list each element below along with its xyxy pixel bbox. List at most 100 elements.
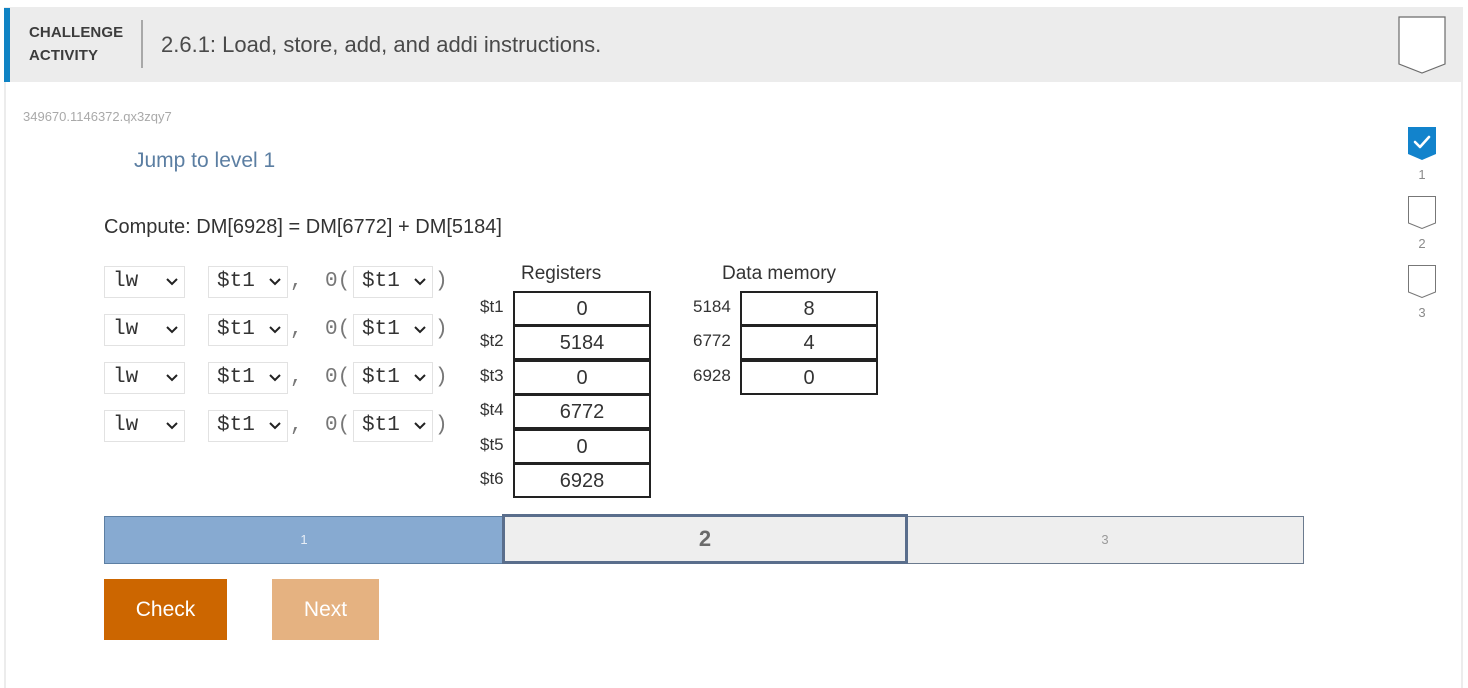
chevron-down-icon: [269, 326, 281, 334]
chevron-down-icon: [166, 326, 178, 334]
close-paren: ): [435, 366, 448, 389]
opcode-select[interactable]: lw: [104, 410, 185, 442]
dest-register-value: $t1: [217, 366, 255, 389]
header-divider: [141, 20, 143, 68]
progress-number: 2: [1418, 236, 1426, 251]
chevron-down-icon: [269, 278, 281, 286]
level-tab-1[interactable]: 1: [104, 516, 504, 564]
register-name: $t2: [480, 331, 504, 350]
opcode-value: lw: [113, 366, 139, 389]
register-value: 0: [513, 429, 651, 464]
opcode-value: lw: [113, 414, 139, 437]
base-register-value: $t1: [362, 414, 400, 437]
dest-register-select[interactable]: $t1: [208, 266, 288, 298]
registers-title: Registers: [521, 263, 602, 284]
activity-header: CHALLENGE ACTIVITY 2.6.1: Load, store, a…: [4, 8, 1462, 82]
memory-value: 4: [740, 325, 878, 360]
offset-text: 0(: [325, 270, 351, 293]
compute-prompt: Compute: DM[6928] = DM[6772] + DM[5184]: [104, 216, 502, 238]
register-row: $t1 0: [478, 291, 653, 326]
register-value: 5184: [513, 325, 651, 360]
base-register-select[interactable]: $t1: [353, 266, 433, 298]
register-row: $t4 6772: [478, 394, 653, 429]
close-paren: ): [435, 270, 448, 293]
instruction-row: lw $t1 , 0( $t1 ): [104, 362, 454, 394]
register-name: $t5: [480, 435, 504, 454]
base-register-select[interactable]: $t1: [353, 362, 433, 394]
checkmark-badge-icon: [1408, 127, 1436, 160]
page-frame: [4, 7, 1463, 688]
comma-separator: ,: [290, 366, 303, 389]
opcode-select[interactable]: lw: [104, 314, 185, 346]
offset-text: 0(: [325, 318, 351, 341]
header-accent-bar: [4, 8, 10, 82]
register-row: $t6 6928: [478, 463, 653, 498]
activity-kind-line1: CHALLENGE: [29, 24, 124, 41]
chevron-down-icon: [414, 374, 426, 382]
register-value: 0: [513, 360, 651, 395]
memory-value: 0: [740, 360, 878, 395]
comma-separator: ,: [290, 270, 303, 293]
close-paren: ): [435, 318, 448, 341]
register-row: $t5 0: [478, 429, 653, 464]
chevron-down-icon: [414, 326, 426, 334]
dest-register-value: $t1: [217, 414, 255, 437]
check-button[interactable]: Check: [104, 579, 227, 640]
chevron-down-icon: [269, 374, 281, 382]
activity-kind-line2: ACTIVITY: [29, 47, 99, 64]
next-button[interactable]: Next: [272, 579, 379, 640]
level-tab-2[interactable]: 2: [502, 514, 908, 564]
level-selector: 1 3 2: [104, 514, 1304, 564]
opcode-value: lw: [113, 318, 139, 341]
completion-badge-icon: [1398, 16, 1446, 74]
progress-number: 1: [1418, 167, 1426, 182]
level-tab-3[interactable]: 3: [906, 516, 1304, 564]
progress-item-3[interactable]: 3: [1404, 265, 1440, 325]
instruction-row: lw $t1 , 0( $t1 ): [104, 410, 454, 442]
base-register-value: $t1: [362, 318, 400, 341]
chevron-down-icon: [166, 422, 178, 430]
register-name: $t6: [480, 469, 504, 488]
empty-badge-icon: [1408, 265, 1436, 298]
activity-kind-label: CHALLENGE ACTIVITY: [29, 21, 139, 67]
memory-address: 6928: [693, 366, 731, 385]
base-register-select[interactable]: $t1: [353, 314, 433, 346]
data-memory-title: Data memory: [722, 263, 837, 284]
base-register-value: $t1: [362, 366, 400, 389]
chevron-down-icon: [414, 278, 426, 286]
dest-register-select[interactable]: $t1: [208, 362, 288, 394]
comma-separator: ,: [290, 414, 303, 437]
register-name: $t1: [480, 297, 504, 316]
comma-separator: ,: [290, 318, 303, 341]
opcode-select[interactable]: lw: [104, 362, 185, 394]
register-value: 6928: [513, 463, 651, 498]
dest-register-value: $t1: [217, 270, 255, 293]
base-register-select[interactable]: $t1: [353, 410, 433, 442]
memory-address: 5184: [693, 297, 731, 316]
chevron-down-icon: [166, 374, 178, 382]
offset-text: 0(: [325, 366, 351, 389]
memory-row: 6928 0: [690, 360, 880, 395]
memory-row: 5184 8: [690, 291, 880, 326]
register-row: $t3 0: [478, 360, 653, 395]
chevron-down-icon: [166, 278, 178, 286]
offset-text: 0(: [325, 414, 351, 437]
opcode-select[interactable]: lw: [104, 266, 185, 298]
progress-number: 3: [1418, 305, 1426, 320]
memory-address: 6772: [693, 331, 731, 350]
chevron-down-icon: [269, 422, 281, 430]
register-value: 0: [513, 291, 651, 326]
progress-item-2[interactable]: 2: [1404, 196, 1440, 256]
memory-row: 6772 4: [690, 325, 880, 360]
base-register-value: $t1: [362, 270, 400, 293]
memory-value: 8: [740, 291, 878, 326]
activity-title: 2.6.1: Load, store, add, and addi instru…: [161, 32, 602, 57]
jump-to-level-link[interactable]: Jump to level 1: [134, 149, 276, 172]
dest-register-select[interactable]: $t1: [208, 410, 288, 442]
instruction-row: lw $t1 , 0( $t1 ): [104, 266, 454, 298]
empty-badge-icon: [1408, 196, 1436, 229]
activity-id: 349670.1146372.qx3zqy7: [23, 109, 172, 124]
register-value: 6772: [513, 394, 651, 429]
dest-register-select[interactable]: $t1: [208, 314, 288, 346]
progress-item-1[interactable]: 1: [1404, 127, 1440, 187]
